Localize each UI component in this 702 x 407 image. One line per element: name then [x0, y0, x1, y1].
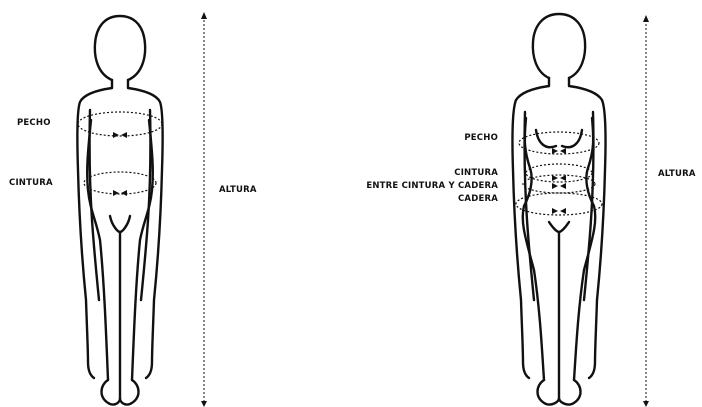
- female-waist-label: CINTURA: [454, 168, 498, 178]
- male-waist-arrow: [113, 190, 127, 196]
- female-body-outline-left: [512, 78, 549, 378]
- female-torso-right: [574, 118, 595, 380]
- male-figure: [77, 16, 162, 405]
- male-head: [95, 16, 145, 80]
- male-chest-arrow: [113, 132, 127, 138]
- female-waist-arrow: [552, 175, 566, 181]
- female-hip-arrow: [552, 208, 566, 214]
- male-crotch: [110, 216, 130, 232]
- female-chest-arrow: [552, 148, 566, 154]
- female-measurements: [516, 132, 602, 215]
- female-chest-ellipse: [519, 132, 599, 154]
- female-arrows: [552, 148, 566, 214]
- male-arrows: [113, 132, 127, 196]
- female-figure: [512, 14, 605, 405]
- female-hip-ellipse: [516, 193, 602, 215]
- female-crotch: [549, 222, 569, 232]
- female-height-label: ALTURA: [658, 169, 696, 179]
- female-waist-ellipse: [526, 164, 592, 182]
- male-height-label: ALTURA: [219, 185, 257, 195]
- male-height-line: [201, 12, 207, 407]
- female-mid-ellipse: [523, 175, 595, 193]
- female-hip-label: CADERA: [458, 194, 498, 204]
- female-mid-label: ENTRE CINTURA Y CADERA: [366, 181, 498, 191]
- male-waist-ellipse: [84, 172, 156, 194]
- female-bust-right: [562, 130, 582, 147]
- female-body-outline-right: [569, 78, 606, 378]
- male-waist-label: CINTURA: [9, 178, 53, 188]
- male-chest-label: PECHO: [17, 118, 51, 128]
- female-head: [533, 14, 585, 78]
- female-mid-arrow: [552, 183, 566, 189]
- female-height-line: [643, 15, 649, 407]
- female-chest-label: PECHO: [464, 133, 498, 143]
- female-torso-left: [523, 118, 544, 380]
